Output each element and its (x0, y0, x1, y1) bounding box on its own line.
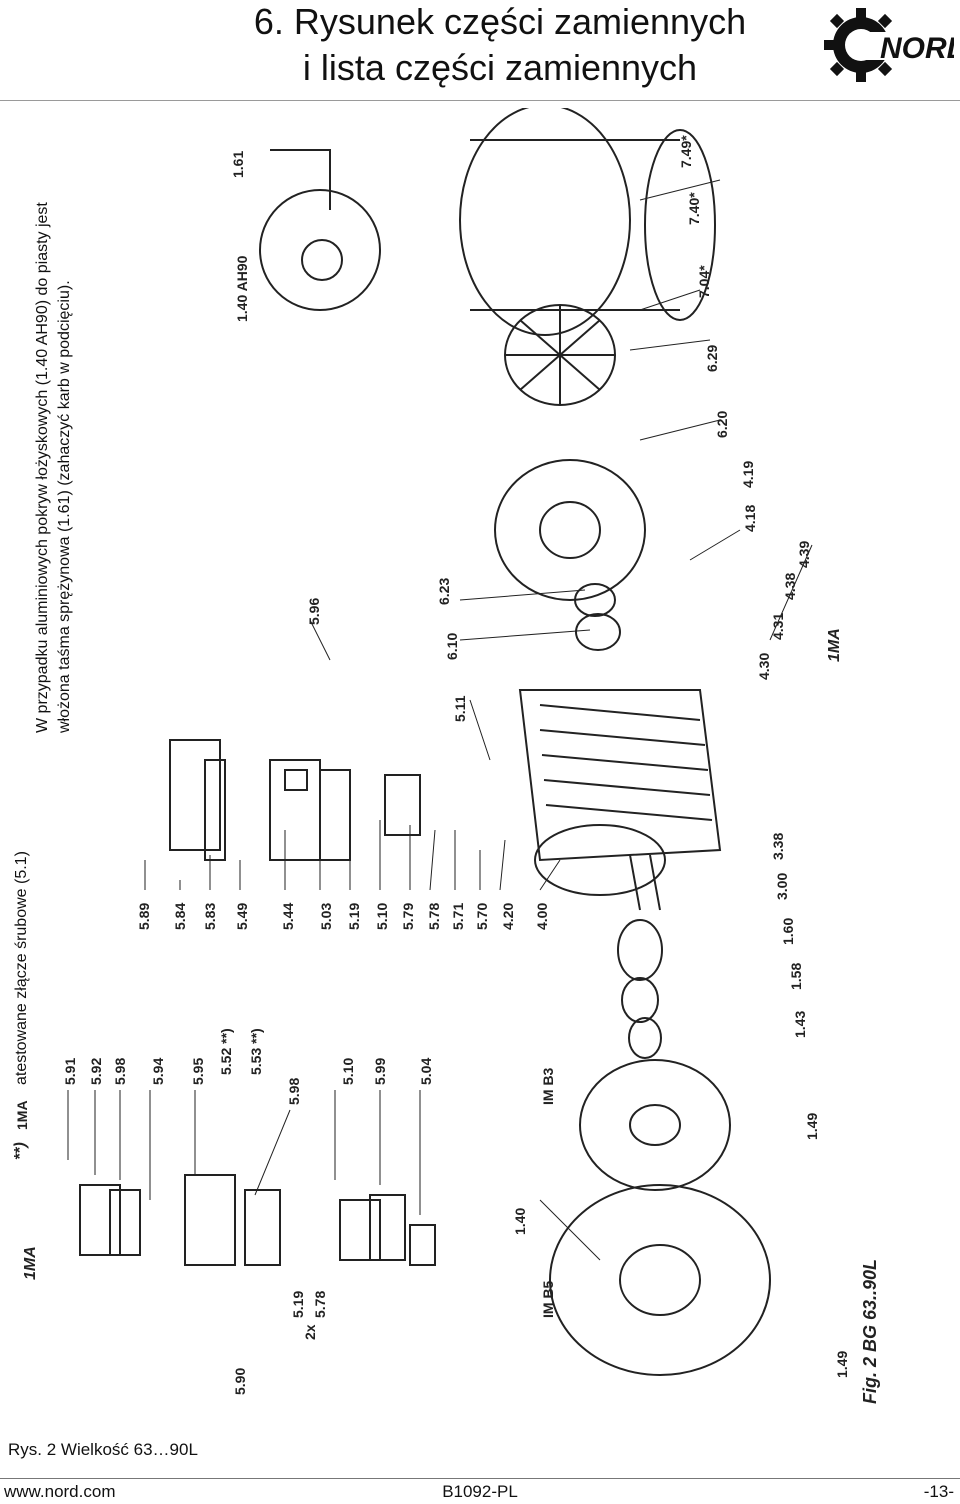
label-7-40: 7.40* (686, 192, 702, 225)
label-5-19-bracket: 5.19 (290, 1290, 306, 1318)
label-1-40-ah90: 1.40 AH90 (234, 255, 250, 322)
label-imb5: IM B5 (540, 1280, 556, 1318)
label-5-99: 5.99 (372, 1057, 388, 1085)
label-6-23: 6.23 (436, 577, 452, 605)
label-5-19: 5.19 (346, 902, 362, 930)
page-title-line2: i lista części zamiennych (302, 47, 698, 88)
rear-bearing-cover (494, 459, 646, 601)
label-5-98-a: 5.98 (112, 1057, 128, 1085)
label-1-40-b: 1.40 (512, 1207, 528, 1235)
label-4-19: 4.19 (740, 460, 756, 488)
fan (504, 304, 616, 406)
motor-housing (518, 689, 722, 911)
note-cert: atestowane złącze śrubowe (5.1) (13, 851, 30, 1085)
terminal-box (169, 739, 351, 861)
leader-lines (67, 179, 813, 1261)
label-5-89: 5.89 (136, 902, 152, 930)
footer-page-number: -13- (923, 1482, 954, 1501)
label-two-x: 2x (302, 1324, 318, 1340)
footer-rule (0, 1478, 960, 1479)
header-rule (0, 100, 960, 101)
label-4-18: 4.18 (742, 504, 758, 532)
label-5-52: 5.52 **) (218, 1028, 234, 1075)
terminal-group-tag: 1MA (826, 628, 843, 662)
label-6-10: 6.10 (444, 632, 460, 660)
label-5-10-a: 5.10 (340, 1057, 356, 1085)
top-terminal-assembly (79, 1174, 436, 1266)
note-line-1: W przypadku aluminiowych pokryw łożyskow… (34, 202, 51, 733)
label-5-70: 5.70 (474, 902, 490, 930)
figure-caption: Rys. 2 Wielkość 63…90L (8, 1440, 198, 1459)
label-4-38: 4.38 (782, 572, 798, 600)
label-1-49-b: 1.49 (834, 1350, 850, 1378)
label-5-79: 5.79 (400, 902, 416, 930)
label-5-78-bracket: 5.78 (312, 1290, 328, 1318)
label-5-03: 5.03 (318, 902, 334, 930)
label-3-38: 3.38 (770, 832, 786, 860)
label-5-83: 5.83 (202, 902, 218, 930)
label-7-49: 7.49* (678, 135, 694, 168)
label-1-49-a: 1.49 (804, 1112, 820, 1140)
label-1-61: 1.61 (230, 150, 246, 178)
label-5-84: 5.84 (172, 902, 188, 930)
label-5-04: 5.04 (418, 1057, 434, 1085)
label-5-91: 5.91 (62, 1057, 78, 1085)
fan-cowl (459, 108, 716, 336)
label-3-00: 3.00 (774, 872, 790, 900)
label-5-94: 5.94 (150, 1057, 166, 1085)
label-5-11: 5.11 (452, 695, 468, 722)
label-5-98-b: 5.98 (286, 1077, 302, 1105)
exploded-parts-drawing (67, 108, 813, 1376)
label-1-43: 1.43 (792, 1010, 808, 1038)
footer-website[interactable]: www.nord.com (4, 1482, 116, 1501)
label-4-31: 4.31 (770, 612, 786, 640)
figure-title: Fig. 2 BG 63..90L (860, 1258, 880, 1404)
note-marker: **) (12, 1142, 29, 1160)
label-5-92: 5.92 (88, 1057, 104, 1085)
label-imb3: IM B3 (540, 1067, 556, 1105)
bearing-623 (574, 583, 621, 651)
label-5-44: 5.44 (280, 902, 296, 930)
hub-with-spring-band (259, 149, 381, 311)
label-5-78: 5.78 (426, 902, 442, 930)
note-line-2: włożona taśma sprężynowa (1.61) (zahaczy… (56, 280, 73, 733)
label-5-49: 5.49 (234, 902, 250, 930)
label-7-04: 7.04* (696, 265, 712, 298)
label-4-20: 4.20 (500, 902, 516, 930)
label-1-58: 1.58 (788, 962, 804, 990)
flange-imb3 (579, 1059, 731, 1191)
label-4-39: 4.39 (796, 540, 812, 568)
label-1-60: 1.60 (780, 917, 796, 945)
label-6-29: 6.29 (704, 344, 720, 372)
label-5-71: 5.71 (450, 902, 466, 930)
page-title-line1: 6. Rysunek części zamiennych (253, 1, 747, 42)
note-marker-tag: 1MA (14, 1100, 30, 1130)
label-5-95: 5.95 (190, 1057, 206, 1085)
logo-text: NORD (880, 32, 954, 65)
label-6-20: 6.20 (714, 410, 730, 438)
terminal-block (384, 774, 421, 836)
label-4-30: 4.30 (756, 652, 772, 680)
label-5-53: 5.53 **) (248, 1028, 264, 1075)
label-5-90: 5.90 (232, 1367, 248, 1395)
flange-imb5 (549, 1184, 771, 1376)
top-group-tag: 1MA (22, 1246, 39, 1280)
nord-logo: NORD (824, 8, 954, 82)
label-5-96: 5.96 (306, 597, 322, 625)
label-4-00: 4.00 (534, 902, 550, 930)
footer-doc-id: B1092-PL (442, 1482, 518, 1501)
shaft-bearings (617, 919, 663, 1059)
label-5-10: 5.10 (374, 902, 390, 930)
